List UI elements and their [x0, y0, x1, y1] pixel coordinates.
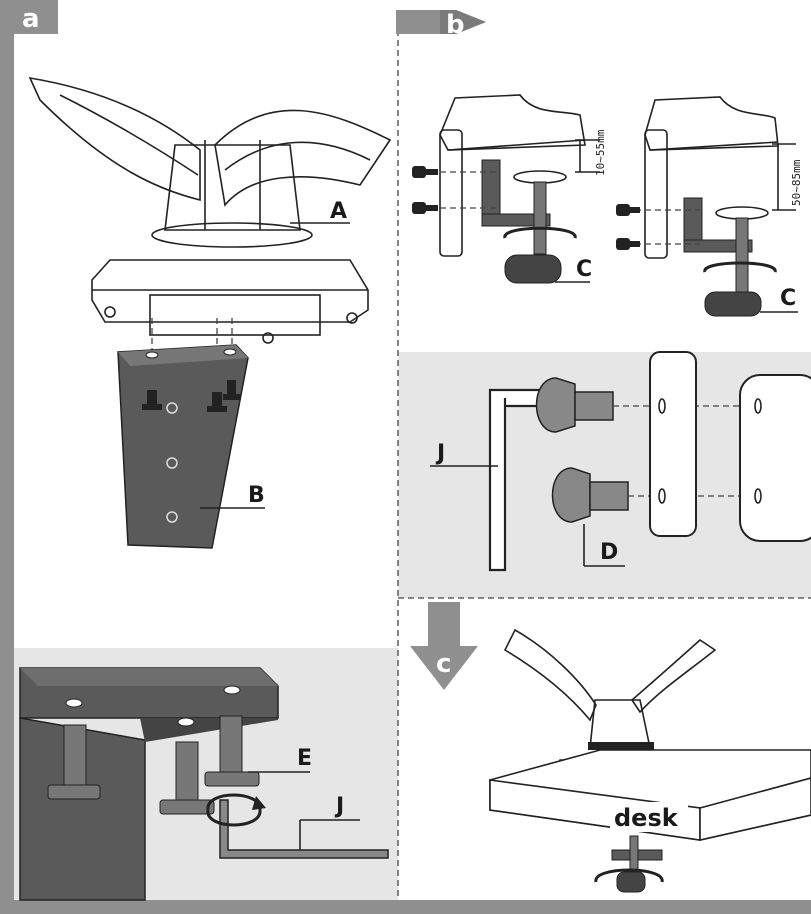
step-a-label: a	[22, 4, 40, 34]
screw-icon	[142, 390, 162, 410]
label-C-right: C	[780, 286, 796, 311]
step-c-arrow: c	[410, 602, 478, 690]
panel-e-plate-screws: E J	[19, 667, 389, 901]
desk-label: desk	[614, 804, 679, 832]
screw-icon	[616, 204, 640, 216]
panel-d-closeup: J D	[430, 351, 811, 572]
step-a-badge: a	[0, 0, 58, 34]
panel-a-base-assembly: A	[28, 76, 392, 392]
screw-icon	[551, 467, 629, 523]
rotate-arrow-icon	[206, 793, 262, 827]
left-frame-bar	[0, 0, 14, 914]
bolt-icon	[204, 715, 260, 787]
rotate-arrow-icon	[703, 261, 777, 273]
clamp-config-large: 50~85mm C	[616, 96, 803, 317]
screw-icon	[207, 392, 227, 412]
step-b-badge: b	[396, 10, 486, 40]
screw-icon	[412, 166, 438, 178]
label-C-left: C	[576, 257, 592, 282]
screw-icon	[535, 377, 614, 433]
label-D: D	[600, 540, 618, 565]
step-b-label: b	[446, 10, 465, 40]
label-A: A	[330, 199, 347, 224]
screw-icon	[412, 202, 438, 214]
bolt-icon	[159, 741, 215, 815]
rotate-arrow-icon	[594, 868, 664, 883]
hex-key-icon	[219, 799, 389, 859]
label-E: E	[297, 746, 312, 771]
panel-c-desk-install: desk	[489, 628, 811, 893]
dim-large-label: 50~85mm	[790, 159, 803, 206]
bottom-frame-bar	[0, 900, 811, 914]
label-J-panel-d: J	[435, 441, 445, 466]
rotate-arrow-icon	[503, 226, 577, 239]
step-c-label: c	[436, 649, 451, 679]
label-J-panel-e: J	[334, 794, 344, 819]
clamp-config-small: 10~55mm C	[412, 94, 607, 284]
bolt-icon	[47, 724, 101, 800]
hex-key-icon	[488, 388, 558, 572]
screw-icon	[616, 238, 640, 250]
label-B: B	[248, 483, 265, 508]
dim-small-label: 10~55mm	[594, 129, 607, 176]
screw-icon	[223, 380, 241, 400]
plate-B: B	[117, 344, 265, 549]
